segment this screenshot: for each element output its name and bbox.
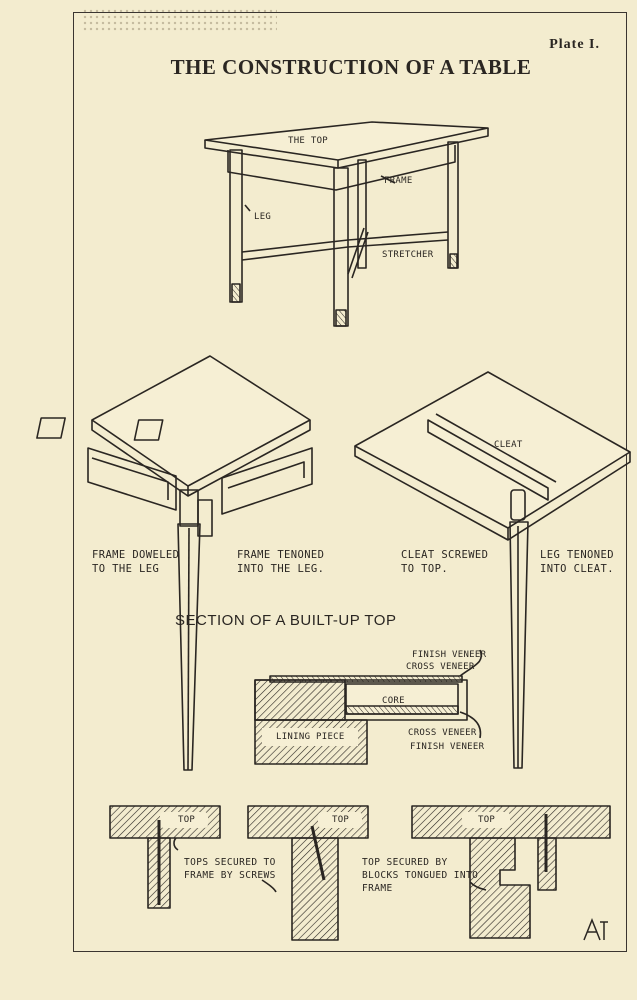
label-stretcher: STRETCHER (382, 250, 434, 260)
label-cross-veneer-top: CROSS VENEER (406, 662, 475, 672)
label-cleat: CLEAT (494, 440, 523, 450)
caption-cleat-screwed: CLEAT SCREWED TO TOP. (401, 549, 489, 575)
leg-back-left (357, 159, 367, 269)
caption-blocks: TOP SECURED BY BLOCKS TONGUED INTO FRAME (362, 857, 479, 894)
table-frame (227, 145, 456, 191)
section-title: SECTION OF A BUILT-UP TOP (175, 612, 397, 629)
label-top: THE TOP (288, 136, 329, 146)
caption-tenoned: FRAME TENONED INTO THE LEG. (237, 549, 325, 575)
label-leg: LEG (254, 212, 272, 222)
label-cross-veneer-bottom: CROSS VENEER (408, 728, 477, 738)
label-finish-veneer-top: FINISH VENEER (412, 650, 487, 660)
cleat-top-drawing (354, 371, 631, 769)
screw-detail-2 (247, 805, 369, 941)
plate-border: Plate I. THE CONSTRUCTION OF A TABLE (73, 12, 627, 952)
label-frame: FRAME (384, 176, 413, 186)
monogram (583, 917, 608, 941)
built-up-top-section (254, 649, 482, 765)
screw-detail-1 (109, 805, 221, 909)
label-top-1: TOP (178, 815, 196, 825)
label-lining-piece: LINING PIECE (276, 732, 345, 742)
label-top-3: TOP (478, 815, 496, 825)
plate-number: Plate I. (549, 37, 600, 52)
block-detail (411, 805, 611, 939)
leg-back-right (447, 141, 459, 269)
table-drawing (204, 121, 489, 327)
caption-doweled: FRAME DOWELED TO THE LEG (92, 549, 180, 575)
doweled-frame-drawing (36, 355, 313, 771)
caption-screws: TOPS SECURED TO FRAME BY SCREWS (184, 857, 276, 881)
plate-title: THE CONSTRUCTION OF A TABLE (170, 55, 532, 79)
label-top-2: TOP (332, 815, 350, 825)
label-finish-veneer-bottom: FINISH VENEER (410, 742, 485, 752)
caption-leg-tenoned: LEG TENONED INTO CLEAT. (540, 549, 614, 575)
table-stretcher (241, 231, 449, 253)
label-core: CORE (382, 696, 405, 706)
